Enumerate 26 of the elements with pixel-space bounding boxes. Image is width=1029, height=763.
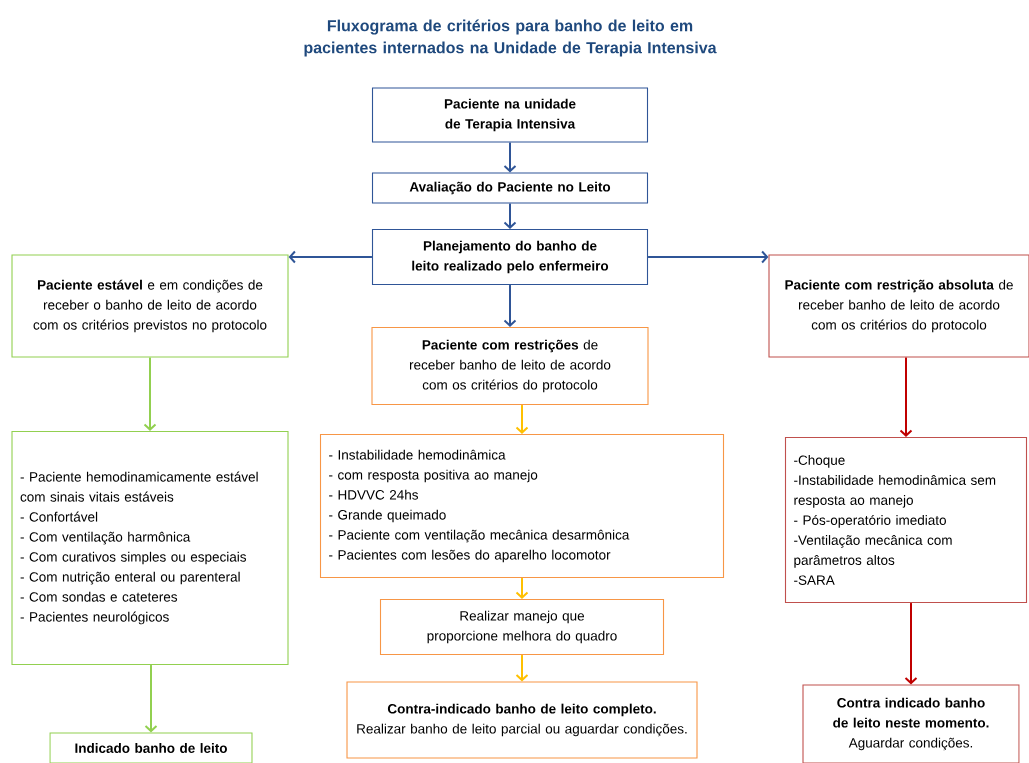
condition-box: Paciente estável e em condições de receber o banho de leito de acordo com os critérios previstos no protocolo — [11, 254, 289, 358]
criteria-box: -Choque -Instabilidade hemodinâmica sem resposta ao manejo - Pós-operatório imediato -Ventilação mecânica com parâmetros altos -SARA — [784, 436, 1028, 604]
process-box: Planejamento do banho de leito realizado pelo enfermeiro — [371, 228, 649, 286]
process-box: Avaliação do Paciente no Leito — [371, 172, 649, 204]
arrow — [143, 356, 157, 431]
outcome-box: Contra indicado banho de leito neste momento. Aguardar condições. — [802, 684, 1020, 763]
arrow — [904, 602, 918, 685]
arrow — [515, 577, 529, 599]
arrow — [144, 664, 158, 733]
process-box: Realizar manejo que proporcione melhora do quadro — [379, 598, 665, 656]
arrow — [503, 202, 517, 229]
arrow — [899, 356, 913, 437]
outcome-box: Indicado banho de leito — [49, 732, 253, 763]
title: Fluxograma de critérios para banho de leito em pacientes internados na Unidade de Terapia Intensiva — [304, 19, 717, 57]
arrow — [288, 250, 373, 264]
condition-box: Paciente com restrições de receber banho de leito de acordo com os critérios do protocolo — [371, 326, 649, 406]
arrow — [647, 250, 769, 264]
criteria-box: - Paciente hemodinamicamente estável com sinais vitais estáveis - Confortável - Com ventilação harmônica - Com curativos simples ou especiais - Com nutrição enteral ou parenteral - Com sondas e cateteres - Pacientes neurológicos — [11, 430, 289, 666]
criteria-box: - Instabilidade hemodinâmica - com resposta positiva ao manejo - HDVVC 24hs - Grande queimado - Paciente com ventilação mecânica desarmônica - Pacientes com lesões do aparelho locomotor — [319, 433, 725, 579]
outcome-box: Contra-indicado banho de leito completo. Realizar banho de leito parcial ou aguardar condições. — [346, 681, 698, 759]
process-box: Paciente na unidade de Terapia Intensiva — [371, 87, 649, 143]
arrow — [515, 404, 529, 434]
arrow — [503, 284, 517, 327]
condition-box: Paciente com restrição absoluta de receber banho de leito de acordo com os critérios do protocolo — [768, 254, 1029, 358]
arrow — [503, 141, 517, 173]
arrow — [515, 654, 529, 682]
